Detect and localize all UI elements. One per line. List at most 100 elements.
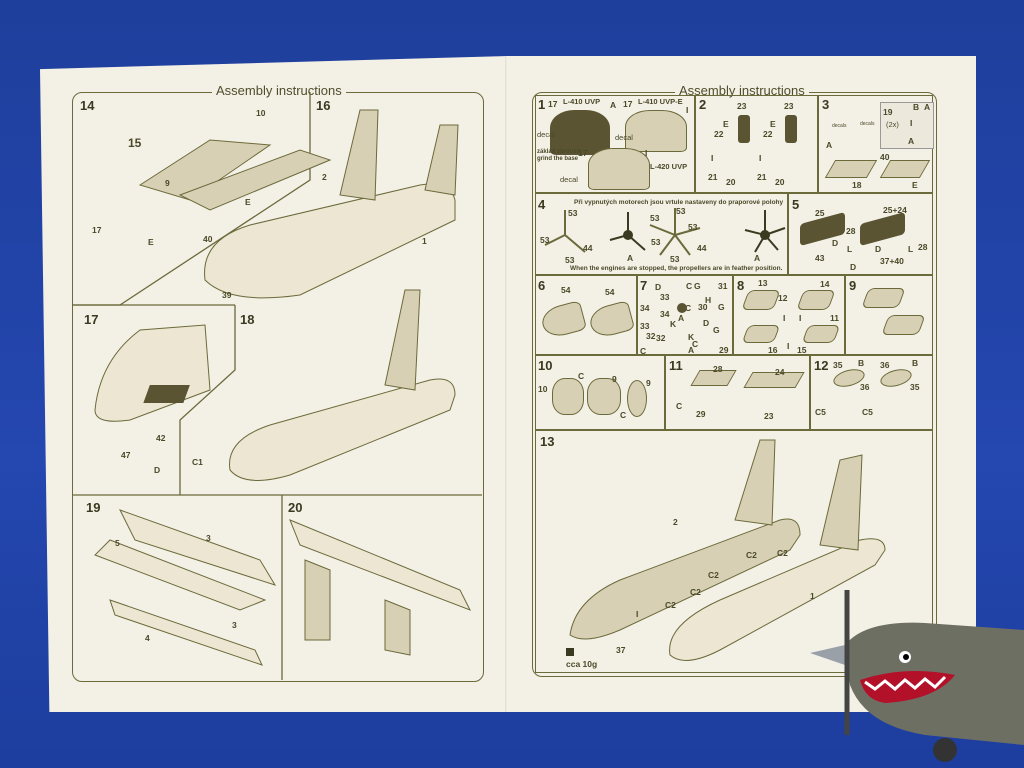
part-label: A <box>678 313 685 323</box>
part-label: C <box>620 410 627 420</box>
part-label: 44 <box>697 243 707 253</box>
part-label: D <box>703 318 710 328</box>
part-label: 36 <box>860 382 870 392</box>
part-label: I <box>787 341 790 351</box>
part-label: 20 <box>775 177 785 187</box>
decal-label: decals <box>832 123 847 129</box>
part-label: D <box>875 244 882 254</box>
shark-mouth <box>860 671 955 703</box>
part-label: 33 <box>640 321 650 331</box>
part-label: cca 10g <box>566 659 598 669</box>
wheel-hub <box>677 303 687 313</box>
instrument-panel-dark <box>550 110 610 155</box>
step-13-panel <box>535 430 933 673</box>
part-label: A <box>924 102 931 112</box>
part-label: 34 <box>660 309 670 319</box>
variant-label: L-410 UVP <box>563 97 601 106</box>
part-label: 29 <box>696 409 706 419</box>
part-label: I <box>799 313 802 323</box>
part-label: 23 <box>737 101 747 111</box>
step-4-panel <box>535 193 788 275</box>
instrument-panel-light <box>625 110 687 152</box>
decal-label: decal <box>537 130 555 139</box>
part-label: G <box>694 281 701 291</box>
part-label: 11 <box>830 313 839 323</box>
step-2-number: 2 <box>699 97 707 112</box>
step-8-panel <box>733 275 845 355</box>
part-label: 2 <box>322 172 327 182</box>
part-label: 17 <box>548 99 558 109</box>
step-20-number: 20 <box>288 500 303 515</box>
part-label: E <box>912 180 918 190</box>
part-label: E <box>148 237 154 247</box>
part-label: 40 <box>880 152 890 162</box>
part-label: A <box>688 345 695 355</box>
part-label: 37+40 <box>880 256 904 266</box>
part-label: 54 <box>561 285 571 295</box>
part-label: 53 <box>651 237 661 247</box>
part-label: 54 <box>605 287 615 297</box>
part-label: 19 <box>883 107 893 117</box>
step-7-number: 7 <box>640 278 648 293</box>
part-label: 9 <box>646 378 651 388</box>
part-label: I <box>759 153 762 163</box>
step-10-panel <box>535 355 665 430</box>
part-label: 1 <box>810 591 815 601</box>
step-12-panel <box>810 355 933 430</box>
part-label: 18 <box>852 180 862 190</box>
part-label: 32 <box>646 331 656 341</box>
part-label: 9 <box>165 178 170 188</box>
part-label: 53 <box>650 213 660 223</box>
part-label: 15 <box>797 345 807 355</box>
part-label: C5 <box>862 407 873 417</box>
part-label: I <box>686 105 689 115</box>
step-5-panel <box>788 193 933 275</box>
part-label: 1 <box>422 236 427 246</box>
part-label: A <box>610 100 617 110</box>
part-label: B <box>858 358 865 368</box>
part-label: B <box>912 358 919 368</box>
part-label: 28 <box>846 226 856 236</box>
part-label: D <box>655 282 662 292</box>
part-label: 2 <box>673 517 678 527</box>
part-label: 53 <box>670 254 680 264</box>
step-4-number: 4 <box>538 197 546 212</box>
part-label: 30 <box>698 302 708 312</box>
step-19-number: 19 <box>86 500 101 515</box>
wing-center-part <box>143 385 190 403</box>
part-label: C2 <box>746 550 757 560</box>
part-label: 21 <box>757 172 767 182</box>
part-label: I <box>645 148 648 158</box>
step-5-number: 5 <box>792 197 800 212</box>
decal-label: decals <box>860 121 875 127</box>
part-label: 23 <box>784 101 794 111</box>
part-label: 23 <box>764 411 774 421</box>
part-label: 28 <box>713 364 723 374</box>
part-label: 44 <box>583 243 593 253</box>
detail-inset <box>880 102 934 149</box>
part-label: D <box>154 465 161 475</box>
part-label: C5 <box>815 407 826 417</box>
part-label: 53 <box>688 222 698 232</box>
part-label: 20 <box>726 177 736 187</box>
part-label: 22 <box>714 129 724 139</box>
seat-back <box>738 115 750 143</box>
part-label: 42 <box>156 433 166 443</box>
part-label: C <box>578 371 585 381</box>
part-label: K <box>688 332 695 342</box>
part-label: C <box>685 303 692 313</box>
part-label: 32 <box>656 333 666 343</box>
part-label: I <box>910 118 913 128</box>
part-label: 35 <box>910 382 920 392</box>
step-1-panel <box>535 95 695 193</box>
part-label: A <box>627 253 634 263</box>
variant-label: L-420 UVP <box>650 162 688 171</box>
instrument-panel-l420 <box>588 148 650 190</box>
variant-label: L-410 UVP-E <box>638 97 683 106</box>
part-label: 53 <box>676 206 686 216</box>
spinner <box>810 645 845 665</box>
part-label: 34 <box>640 303 650 313</box>
part-label: 25+24 <box>883 205 907 215</box>
part-label: 53 <box>540 235 550 245</box>
